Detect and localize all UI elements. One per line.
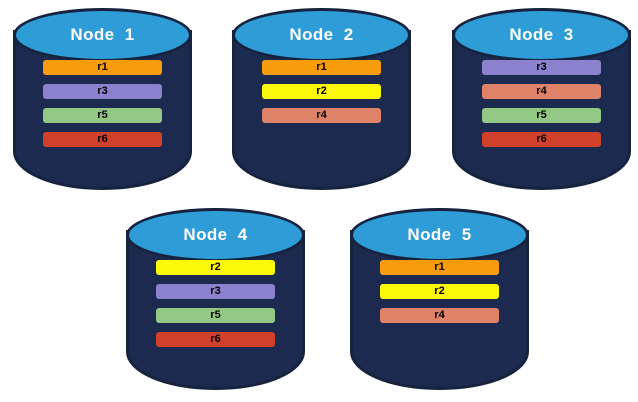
replica-bar[interactable]: r3 (482, 60, 601, 75)
replica-bar[interactable]: r2 (156, 260, 275, 275)
node-label: Node 1 (70, 25, 135, 44)
replica-bar[interactable]: r4 (482, 84, 601, 99)
replica-list: r3 r4 r5 r6 (482, 60, 601, 156)
replica-bar[interactable]: r3 (43, 84, 162, 99)
replica-bar[interactable]: r1 (43, 60, 162, 75)
replica-bar[interactable]: r6 (156, 332, 275, 347)
database-node-cylinder[interactable]: Node 3 r3 r4 r5 r6 (452, 8, 631, 190)
replica-list: r2 r3 r5 r6 (156, 260, 275, 356)
node-label: Node 5 (407, 225, 472, 244)
replica-bar[interactable]: r6 (43, 132, 162, 147)
replica-bar[interactable]: r2 (380, 284, 499, 299)
replica-list: r1 r3 r5 r6 (43, 60, 162, 156)
replica-bar[interactable]: r5 (482, 108, 601, 123)
database-node-cylinder[interactable]: Node 5 r1 r2 r4 (350, 208, 529, 390)
replica-list: r1 r2 r4 (380, 260, 499, 332)
replica-bar[interactable]: r5 (156, 308, 275, 323)
node-label: Node 3 (509, 25, 574, 44)
database-node-cylinder[interactable]: Node 2 r1 r2 r4 (232, 8, 411, 190)
replica-bar[interactable]: r4 (262, 108, 381, 123)
replica-bar[interactable]: r2 (262, 84, 381, 99)
node-label: Node 2 (289, 25, 354, 44)
cylinder-top-ellipse (232, 8, 411, 62)
database-node-cylinder[interactable]: Node 4 r2 r3 r5 r6 (126, 208, 305, 390)
node-label: Node 4 (183, 225, 248, 244)
replica-bar[interactable]: r5 (43, 108, 162, 123)
cylinder-top-ellipse (126, 208, 305, 262)
replica-bar[interactable]: r1 (262, 60, 381, 75)
replica-bar[interactable]: r6 (482, 132, 601, 147)
replica-bar[interactable]: r4 (380, 308, 499, 323)
replica-list: r1 r2 r4 (262, 60, 381, 132)
replica-bar[interactable]: r1 (380, 260, 499, 275)
database-node-cylinder[interactable]: Node 1 r1 r3 r5 r6 (13, 8, 192, 190)
cylinder-top-ellipse (13, 8, 192, 62)
replica-bar[interactable]: r3 (156, 284, 275, 299)
